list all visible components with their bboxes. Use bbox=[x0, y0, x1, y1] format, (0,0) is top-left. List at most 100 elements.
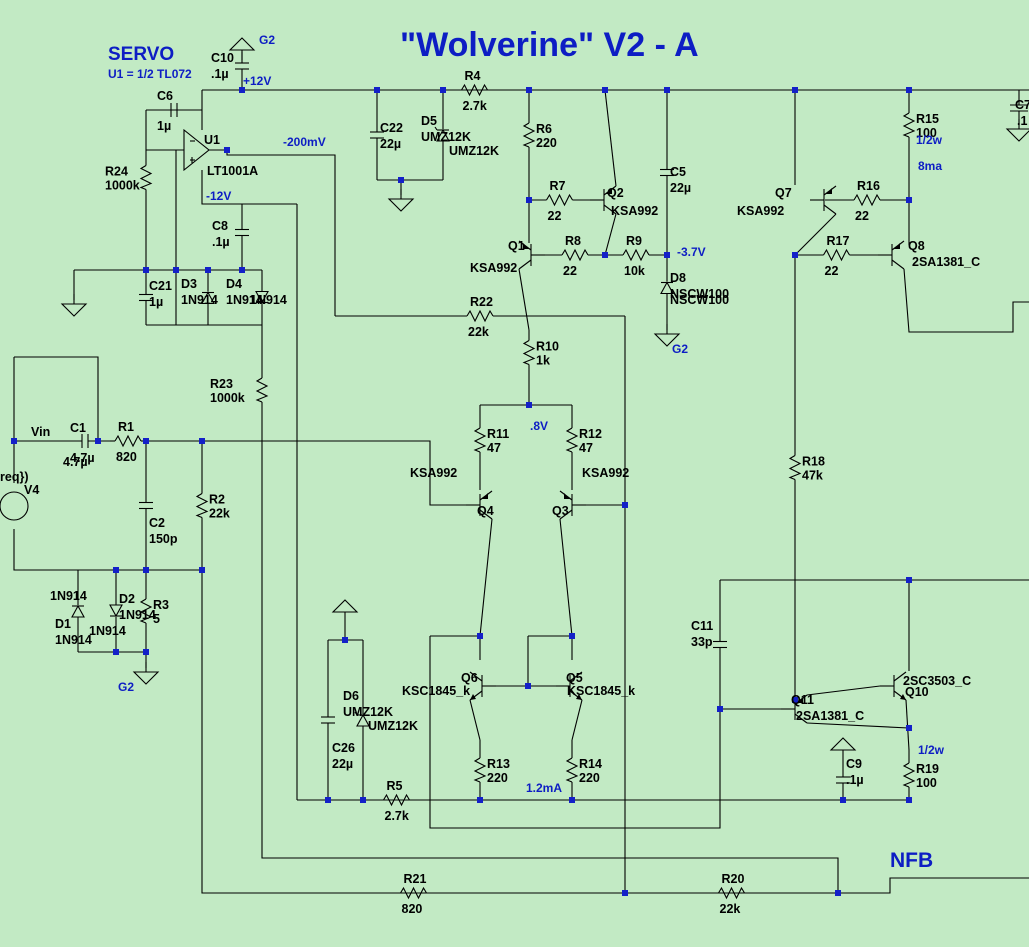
component-value: KSC1845_k bbox=[402, 684, 470, 698]
component-ref: R7 bbox=[550, 179, 566, 193]
net-label-0v8: .8V bbox=[530, 419, 548, 433]
component-value: 2.7k bbox=[463, 99, 487, 113]
junction-dot bbox=[906, 577, 912, 583]
component-ref: Q8 bbox=[908, 239, 925, 253]
component-ref: D8 bbox=[670, 271, 686, 285]
component-ref: R2 bbox=[209, 493, 225, 507]
component-ref: R11 bbox=[487, 427, 509, 441]
component-ref: R18 bbox=[802, 455, 825, 469]
junction-dot bbox=[143, 267, 149, 273]
net-label-halfw: 1/2w bbox=[918, 743, 945, 757]
component-ref: R13 bbox=[487, 757, 510, 771]
component-value: 22µ bbox=[670, 181, 691, 195]
component-ref: C8 bbox=[212, 219, 228, 233]
resistor-r17 bbox=[823, 248, 850, 262]
transistor-q3 bbox=[559, 490, 586, 520]
resistor-r18 bbox=[788, 455, 802, 481]
component-ref: C5 bbox=[670, 165, 686, 179]
wire bbox=[604, 89, 617, 187]
component-value: 22 bbox=[548, 209, 562, 223]
component-ref: C22 bbox=[380, 121, 403, 135]
transistor-q4 bbox=[466, 490, 493, 520]
component-ref: Q2 bbox=[607, 186, 624, 200]
resistor-r7 bbox=[546, 193, 573, 207]
component-ref: Q10 bbox=[905, 685, 929, 699]
junction-dot bbox=[477, 797, 483, 803]
wire-layer bbox=[13, 52, 1029, 894]
component-ref: R17 bbox=[827, 234, 850, 248]
component-value: 100 bbox=[916, 126, 937, 140]
component-ref: Q5 bbox=[566, 671, 583, 685]
component-ref: V4 bbox=[24, 483, 39, 497]
component-ref: C10 bbox=[211, 51, 234, 65]
net-label-g2: G2 bbox=[672, 342, 688, 356]
junction-dot bbox=[835, 890, 841, 896]
junction-dot bbox=[526, 197, 532, 203]
component-ref: C7 bbox=[1015, 98, 1029, 112]
resistor-r22 bbox=[466, 309, 494, 323]
junction-dot bbox=[526, 402, 532, 408]
junction-dot bbox=[664, 252, 670, 258]
junction-dot bbox=[622, 890, 628, 896]
junction-dot bbox=[440, 87, 446, 93]
resistor-r21 bbox=[400, 886, 427, 900]
component-ref: R6 bbox=[536, 122, 552, 136]
resistor-r10 bbox=[522, 340, 536, 366]
component-ref: R19 bbox=[916, 762, 939, 776]
component-value: 1µ bbox=[157, 119, 171, 133]
ground-symbol bbox=[653, 324, 681, 347]
component-value: 4.7µ bbox=[70, 451, 95, 465]
component-value: 22k bbox=[209, 507, 230, 521]
capacitor-c9 bbox=[836, 776, 850, 784]
transistor-q7 bbox=[810, 185, 837, 215]
component-value: 1N914 bbox=[89, 624, 126, 638]
component-value: 10k bbox=[624, 264, 645, 278]
component-ref: R22 bbox=[470, 295, 493, 309]
component-value: 22µ bbox=[380, 137, 401, 151]
ground-symbol bbox=[132, 662, 160, 685]
component-ref: C1 bbox=[70, 421, 86, 435]
resistor-r5 bbox=[383, 793, 410, 807]
component-value: 1µ bbox=[149, 295, 163, 309]
component-value: .1µ bbox=[212, 235, 230, 249]
junction-dot bbox=[602, 252, 608, 258]
resistor-r3 bbox=[139, 598, 153, 624]
component-value: 5 bbox=[153, 612, 160, 626]
component-ref: Q6 bbox=[461, 671, 478, 685]
component-ref: Q11 bbox=[791, 693, 814, 707]
wire bbox=[209, 149, 336, 316]
wire bbox=[201, 170, 297, 205]
component-ref: D4 bbox=[226, 277, 242, 291]
resistor-r23 bbox=[255, 377, 269, 403]
junction-dot bbox=[239, 87, 245, 93]
junction-dot bbox=[342, 637, 348, 643]
wire bbox=[806, 722, 910, 729]
component-ref: C9 bbox=[846, 757, 862, 771]
net-label-minus3v7: -3.7V bbox=[677, 245, 706, 259]
component-value: 22 bbox=[825, 264, 839, 278]
junction-dot bbox=[664, 87, 670, 93]
capacitor-c8 bbox=[235, 228, 249, 237]
resistor-r20 bbox=[718, 886, 745, 900]
junction-dot bbox=[717, 706, 723, 712]
component-ref: R15 bbox=[916, 112, 939, 126]
net-label-1ma2: 1.2mA bbox=[526, 781, 562, 795]
component-value: 1N914 bbox=[119, 608, 156, 622]
transistor-q1 bbox=[518, 240, 545, 270]
junction-dot bbox=[95, 438, 101, 444]
net-label-halfw: 1/2w bbox=[916, 133, 943, 147]
component-value: KSA992 bbox=[611, 204, 658, 218]
junction-dot bbox=[840, 797, 846, 803]
component-ref: R1 bbox=[118, 420, 134, 434]
component-value: 2SA1381_C bbox=[912, 255, 980, 269]
transistor-q2 bbox=[590, 185, 617, 215]
component-value: LT1001A bbox=[207, 164, 258, 178]
component-value: 22 bbox=[563, 264, 577, 278]
junction-dot bbox=[792, 87, 798, 93]
junction-dot bbox=[906, 797, 912, 803]
component-ref: R4 bbox=[465, 69, 481, 83]
component-ref: R5 bbox=[387, 779, 403, 793]
junction-dot bbox=[199, 567, 205, 573]
capacitor-c6 bbox=[170, 103, 178, 117]
component-value: 1N914 bbox=[55, 633, 92, 647]
